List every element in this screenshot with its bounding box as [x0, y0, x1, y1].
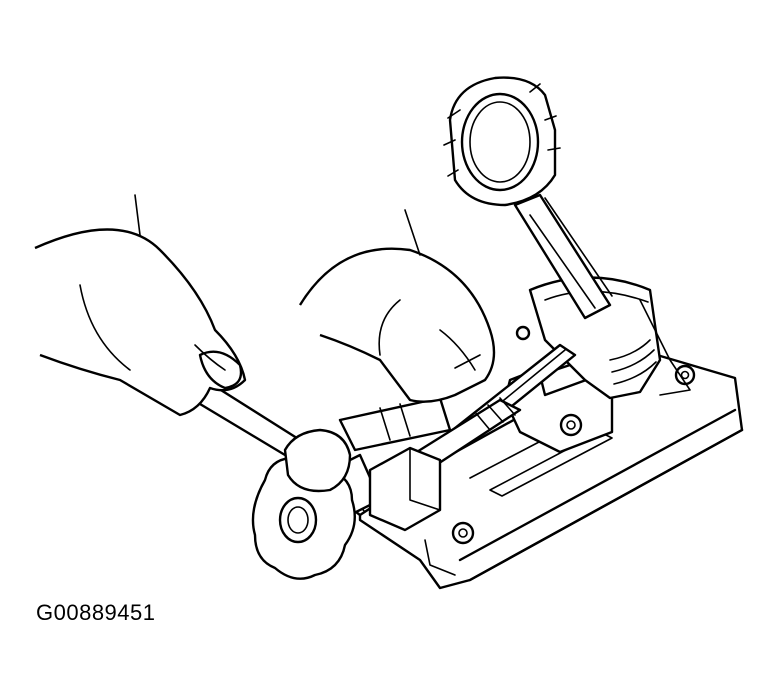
piston — [530, 278, 690, 399]
front-clamp-block — [370, 448, 440, 530]
figure-id-label: G00889451 — [36, 600, 156, 625]
left-hand — [35, 195, 245, 415]
socket-wrench — [185, 380, 450, 491]
right-hand — [300, 210, 494, 402]
connecting-rod — [444, 78, 612, 318]
